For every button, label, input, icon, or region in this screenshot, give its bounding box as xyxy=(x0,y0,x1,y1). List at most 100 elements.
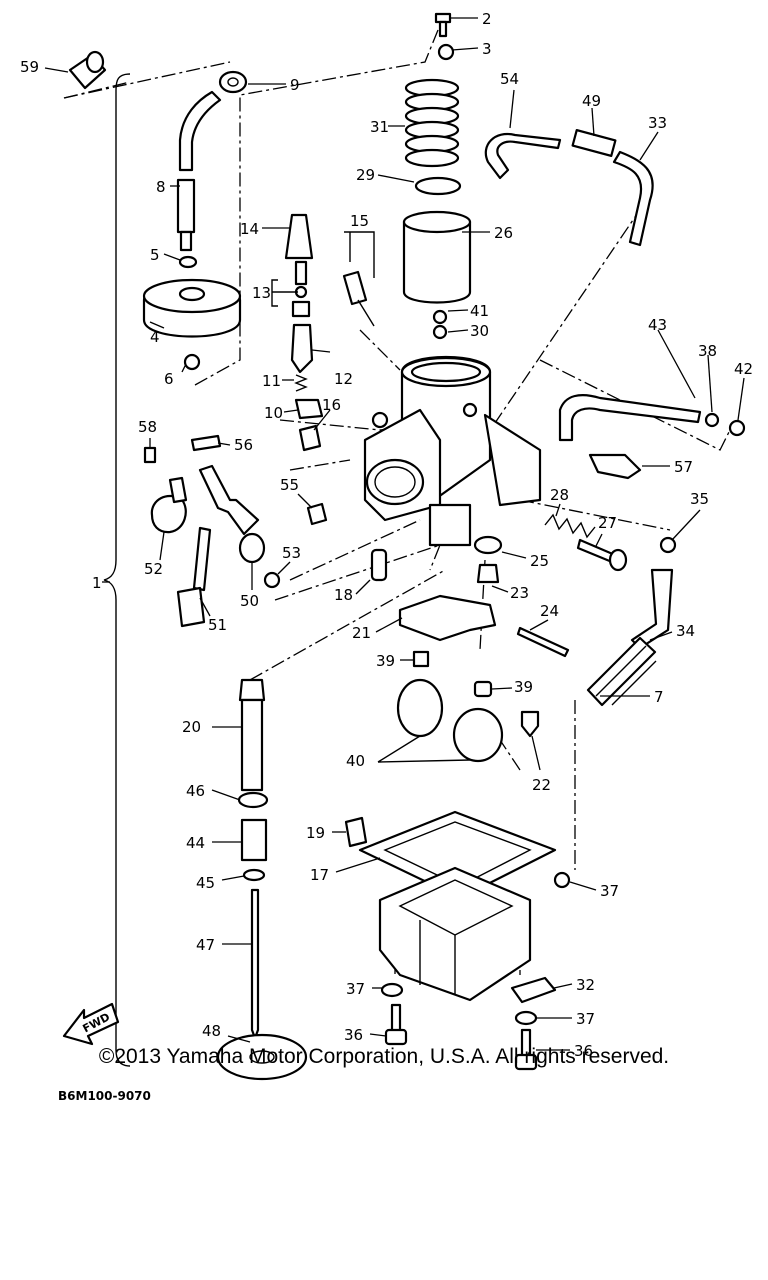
label-39-b: 39 xyxy=(514,678,533,696)
part-8-hose-pipe xyxy=(176,90,222,252)
part-43-hose xyxy=(558,394,702,442)
part-39-screw-b xyxy=(473,680,493,698)
label-37-c: 37 xyxy=(576,1010,595,1028)
label-52: 52 xyxy=(144,560,163,578)
label-27: 27 xyxy=(598,514,617,532)
part-28-spring xyxy=(544,513,596,539)
label-38: 38 xyxy=(698,342,717,360)
label-57: 57 xyxy=(674,458,693,476)
label-37-b: 37 xyxy=(346,980,365,998)
part-3-washer xyxy=(437,43,455,61)
part-16-jet xyxy=(298,424,322,452)
part-24-pin xyxy=(516,626,570,658)
label-11: 11 xyxy=(262,372,281,390)
label-55: 55 xyxy=(280,476,299,494)
part-52-clamp xyxy=(150,476,188,534)
part-51-cable xyxy=(176,526,212,628)
part-53-cap xyxy=(263,571,281,589)
label-36-a: 36 xyxy=(344,1026,363,1044)
part-21-float-arm xyxy=(398,594,497,642)
label-36-b: 36 xyxy=(574,1042,593,1060)
part-50-starter-cable xyxy=(198,464,266,564)
label-40: 40 xyxy=(346,752,365,770)
part-22-needle-valve xyxy=(520,710,540,738)
label-45: 45 xyxy=(196,874,215,892)
part-36-screw-right xyxy=(514,1028,538,1071)
label-1: 1 xyxy=(92,574,102,592)
label-26: 26 xyxy=(494,224,513,242)
carburetor-body xyxy=(363,355,542,547)
part-42-cap xyxy=(728,419,746,437)
part-33-hose xyxy=(612,150,654,247)
label-59: 59 xyxy=(20,58,39,76)
part-29-retainer xyxy=(414,176,462,196)
label-47: 47 xyxy=(196,936,215,954)
label-46: 46 xyxy=(186,782,205,800)
label-16: 16 xyxy=(322,396,341,414)
part-54-hose xyxy=(484,132,562,180)
float-bowl xyxy=(378,866,532,1002)
label-44: 44 xyxy=(186,834,205,852)
label-4: 4 xyxy=(150,328,160,346)
label-15: 15 xyxy=(350,212,369,230)
label-18: 18 xyxy=(334,586,353,604)
part-26-throttle-valve xyxy=(402,210,472,304)
label-17: 17 xyxy=(310,866,329,884)
part-59-sleeve xyxy=(68,50,107,90)
label-25: 25 xyxy=(530,552,549,570)
part-18-jet xyxy=(370,548,388,582)
label-42: 42 xyxy=(734,360,753,378)
part-37-washer-right xyxy=(514,1010,538,1026)
part-44-nozzle xyxy=(240,818,268,862)
label-37-a: 37 xyxy=(600,882,619,900)
part-9-grommet xyxy=(218,70,248,94)
label-21: 21 xyxy=(352,624,371,642)
label-43: 43 xyxy=(648,316,667,334)
part-6-nut xyxy=(183,353,201,371)
part-5-o-ring xyxy=(178,255,198,269)
leader-lines xyxy=(44,17,745,1051)
part-37-washer-left xyxy=(380,982,404,998)
part-13-screw xyxy=(294,260,308,286)
label-5: 5 xyxy=(150,246,160,264)
label-54: 54 xyxy=(500,70,519,88)
part-56-screw xyxy=(190,434,222,452)
part-25-washer xyxy=(473,535,503,555)
label-8: 8 xyxy=(156,178,166,196)
label-28: 28 xyxy=(550,486,569,504)
label-7: 7 xyxy=(654,688,664,706)
part-14-cap xyxy=(284,213,314,260)
part-37-clip-top xyxy=(553,871,571,889)
label-10: 10 xyxy=(264,404,283,422)
part-58-screw xyxy=(143,446,157,464)
assembly-bracket xyxy=(103,73,131,1067)
part-45-o-ring xyxy=(242,868,266,882)
part-55-screw xyxy=(306,502,328,526)
label-9: 9 xyxy=(290,76,300,94)
part-40-floats xyxy=(396,678,504,763)
label-14: 14 xyxy=(240,220,259,238)
label-39-a: 39 xyxy=(376,652,395,670)
part-36-screw-left xyxy=(384,1003,408,1046)
part-48-washer xyxy=(216,1033,308,1081)
fwd-arrow-icon: FWD xyxy=(62,1002,120,1046)
label-2: 2 xyxy=(482,10,492,28)
part-41-washer xyxy=(432,309,448,325)
label-56: 56 xyxy=(234,436,253,454)
part-13-nut xyxy=(291,300,311,318)
label-12: 12 xyxy=(334,370,353,388)
label-13: 13 xyxy=(252,284,271,302)
part-12-pilot-screw xyxy=(290,323,314,374)
part-31-spring xyxy=(404,78,460,168)
part-57-bracket xyxy=(588,453,642,480)
drawing-code: B6M100-9070 xyxy=(58,1089,151,1103)
part-46-washer xyxy=(237,791,269,809)
part-20-main-jet-holder xyxy=(238,678,266,792)
part-27-screw xyxy=(576,538,628,572)
label-24: 24 xyxy=(540,602,559,620)
label-32: 32 xyxy=(576,976,595,994)
label-19: 19 xyxy=(306,824,325,842)
label-50: 50 xyxy=(240,592,259,610)
label-34: 34 xyxy=(676,622,695,640)
part-49-fitting xyxy=(571,128,617,158)
